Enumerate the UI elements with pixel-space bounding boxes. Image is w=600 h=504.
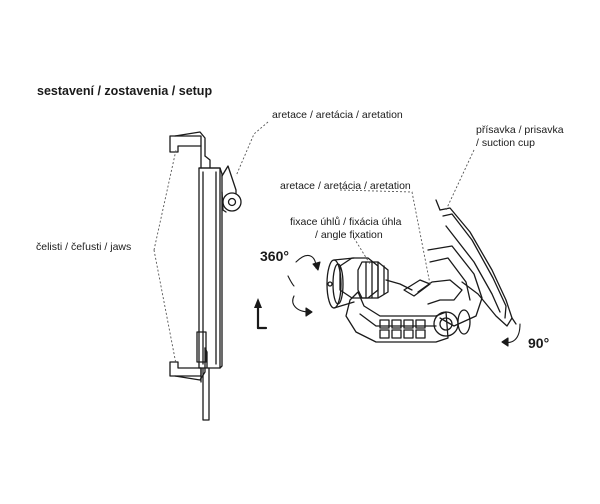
rotation-90-label: 90°: [528, 335, 550, 351]
label-angle-fixation-line1: fixace úhlů / fixácia úhla: [290, 216, 402, 228]
back-plate: [199, 168, 220, 368]
mount-arm: [346, 292, 448, 342]
label-angle-fixation-line2: / angle fixation: [315, 229, 383, 241]
suction-mount: [326, 200, 516, 342]
rotation-90-arrow: [502, 324, 520, 346]
rotation-disc: [326, 259, 342, 309]
leader-lines: [153, 121, 475, 365]
bottom-jaw: [170, 362, 201, 376]
orientation-axis-marker: [254, 298, 266, 328]
top-jaw: [170, 136, 201, 152]
aretation-lever: [222, 166, 236, 194]
rotation-360-arrows: [288, 255, 320, 316]
suction-cup: [440, 208, 512, 326]
label-suction-cup-line1: přísavka / prisavka: [476, 124, 564, 136]
label-jaws: čelisti / čeľusti / jaws: [36, 241, 132, 253]
rotation-360-label: 360°: [260, 248, 289, 264]
label-suction-cup-line2: / suction cup: [476, 137, 535, 149]
page-heading: sestavení / zostavenia / setup: [37, 84, 213, 98]
phone-holder-front: [170, 132, 241, 420]
arm-slots: [380, 320, 425, 338]
label-aretation-mid: aretace / aretácia / aretation: [280, 180, 411, 192]
label-aretation-top: aretace / aretácia / aretation: [272, 109, 403, 121]
